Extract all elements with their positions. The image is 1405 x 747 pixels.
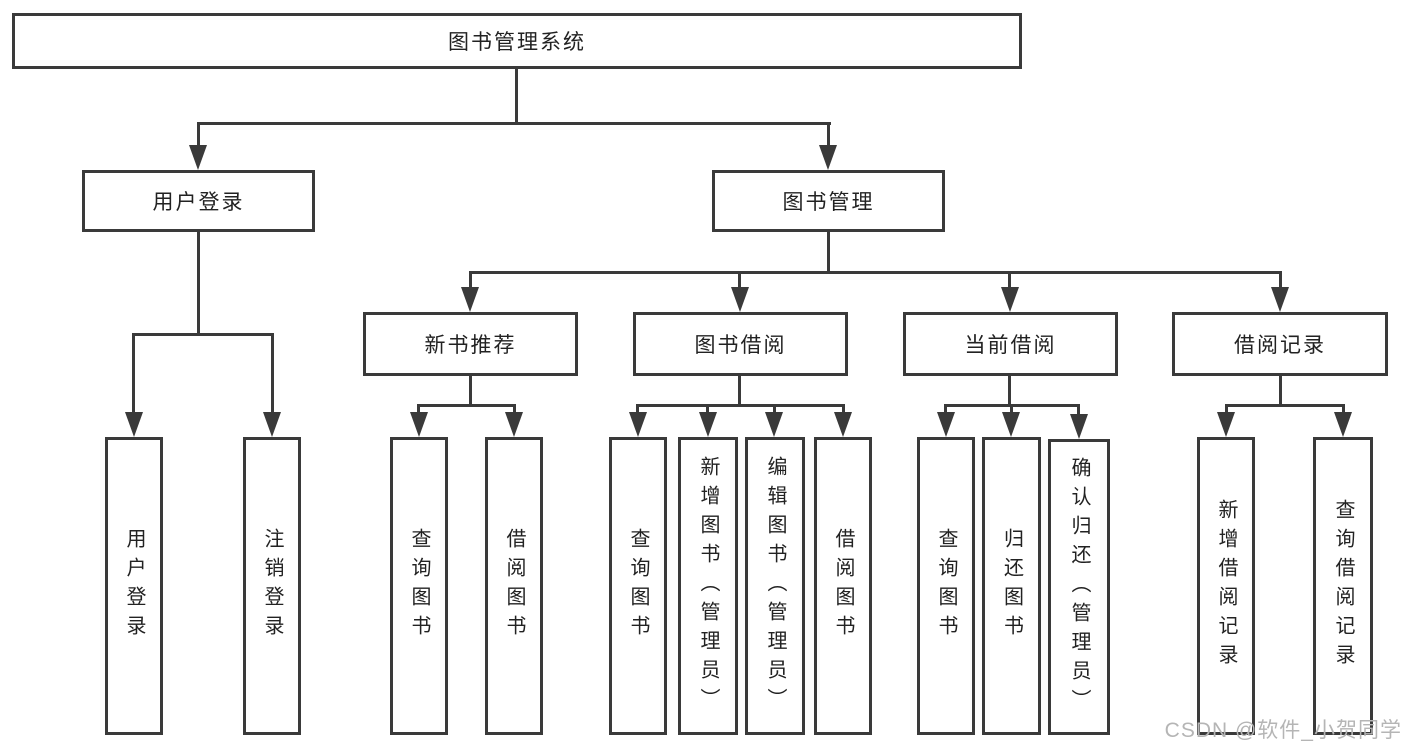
connector-line <box>706 404 709 415</box>
arrow-down-icon <box>765 412 783 437</box>
node-user-login: 用户登录 <box>82 170 315 232</box>
node-borrowing-records: 借阅记录 <box>1172 312 1388 376</box>
connector-line <box>132 333 274 336</box>
connector-line <box>738 271 741 289</box>
arrow-down-icon <box>1271 287 1289 312</box>
connector-line <box>827 232 830 274</box>
leaf-add-books-admin: 新增图书（管理员） <box>678 437 738 735</box>
leaf-confirm-return-admin: 确认归还（管理员） <box>1048 439 1110 735</box>
connector-line <box>417 404 420 415</box>
leaf-label: 注销登录 <box>261 528 283 644</box>
node-book-management: 图书管理 <box>712 170 945 232</box>
leaf-label: 编辑图书（管理员） <box>764 455 786 717</box>
connector-line <box>469 271 472 289</box>
leaf-label: 借阅图书 <box>832 528 854 644</box>
arrow-down-icon <box>263 412 281 437</box>
arrow-down-icon <box>1217 412 1235 437</box>
leaf-logout: 注销登录 <box>243 437 301 735</box>
leaf-borrow-books-recommend: 借阅图书 <box>485 437 543 735</box>
connector-line <box>636 404 845 407</box>
arrow-down-icon <box>699 412 717 437</box>
node-label: 借阅记录 <box>1234 334 1326 357</box>
connector-line <box>842 404 845 415</box>
leaf-label: 查询借阅记录 <box>1332 499 1354 673</box>
leaf-label: 用户登录 <box>123 528 145 644</box>
leaf-query-books-borrowing: 查询图书 <box>609 437 667 735</box>
leaf-label: 借阅图书 <box>503 528 525 644</box>
arrow-down-icon <box>819 145 837 170</box>
connector-line <box>827 122 830 148</box>
arrow-down-icon <box>189 145 207 170</box>
leaf-label: 归还图书 <box>1000 528 1023 644</box>
arrow-down-icon <box>937 412 955 437</box>
connector-line <box>1008 271 1011 289</box>
arrow-down-icon <box>1001 287 1019 312</box>
connector-line <box>513 404 516 415</box>
connector-line <box>944 404 947 415</box>
connector-line <box>132 333 135 414</box>
leaf-query-borrow-record: 查询借阅记录 <box>1313 437 1373 735</box>
leaf-return-books: 归还图书 <box>982 437 1041 735</box>
connector-line <box>469 376 472 407</box>
connector-line <box>197 122 200 148</box>
node-label: 用户登录 <box>152 191 245 214</box>
connector-line <box>417 404 516 407</box>
connector-line <box>1077 404 1080 415</box>
connector-line <box>1010 404 1013 415</box>
connector-line <box>738 376 741 407</box>
node-current-borrowing: 当前借阅 <box>903 312 1118 376</box>
leaf-query-books-current: 查询图书 <box>917 437 975 735</box>
leaf-label: 确认归还（管理员） <box>1068 456 1090 718</box>
arrow-down-icon <box>125 412 143 437</box>
leaf-label: 查询图书 <box>627 528 649 644</box>
node-book-borrowing: 图书借阅 <box>633 312 848 376</box>
connector-line <box>1225 404 1228 415</box>
node-library-management-system: 图书管理系统 <box>12 13 1022 69</box>
connector-line <box>1225 404 1345 407</box>
leaf-label: 查询图书 <box>935 528 957 644</box>
arrow-down-icon <box>1334 412 1352 437</box>
connector-line <box>636 404 639 415</box>
node-label: 图书管理 <box>782 191 875 214</box>
arrow-down-icon <box>461 287 479 312</box>
connector-line <box>1008 376 1011 407</box>
connector-line <box>197 122 831 125</box>
connector-line <box>1342 404 1345 415</box>
connector-line <box>197 232 200 335</box>
connector-line <box>271 333 274 414</box>
leaf-edit-books-admin: 编辑图书（管理员） <box>745 437 805 735</box>
leaf-add-borrow-record: 新增借阅记录 <box>1197 437 1255 735</box>
node-label: 图书管理系统 <box>448 31 586 54</box>
arrow-down-icon <box>834 412 852 437</box>
leaf-query-books-recommend: 查询图书 <box>390 437 448 735</box>
leaf-borrow-books: 借阅图书 <box>814 437 872 735</box>
arrow-down-icon <box>410 412 428 437</box>
node-label: 新书推荐 <box>424 334 517 357</box>
connector-line <box>773 404 776 415</box>
arrow-down-icon <box>731 287 749 312</box>
arrow-down-icon <box>1002 412 1020 437</box>
connector-line <box>1279 376 1282 407</box>
node-label: 图书借阅 <box>694 334 787 357</box>
connector-line <box>515 69 518 124</box>
leaf-label: 查询图书 <box>408 528 430 644</box>
leaf-label: 新增借阅记录 <box>1215 499 1237 673</box>
arrow-down-icon <box>629 412 647 437</box>
connector-line <box>469 271 1282 274</box>
node-new-book-recommendation: 新书推荐 <box>363 312 578 376</box>
connector-line <box>1279 271 1282 289</box>
arrow-down-icon <box>1070 414 1088 439</box>
leaf-user-login: 用户登录 <box>105 437 163 735</box>
arrow-down-icon <box>505 412 523 437</box>
leaf-label: 新增图书（管理员） <box>697 455 719 717</box>
node-label: 当前借阅 <box>964 334 1057 357</box>
csdn-watermark: CSDN @软件_小贺同学 <box>1164 719 1402 742</box>
